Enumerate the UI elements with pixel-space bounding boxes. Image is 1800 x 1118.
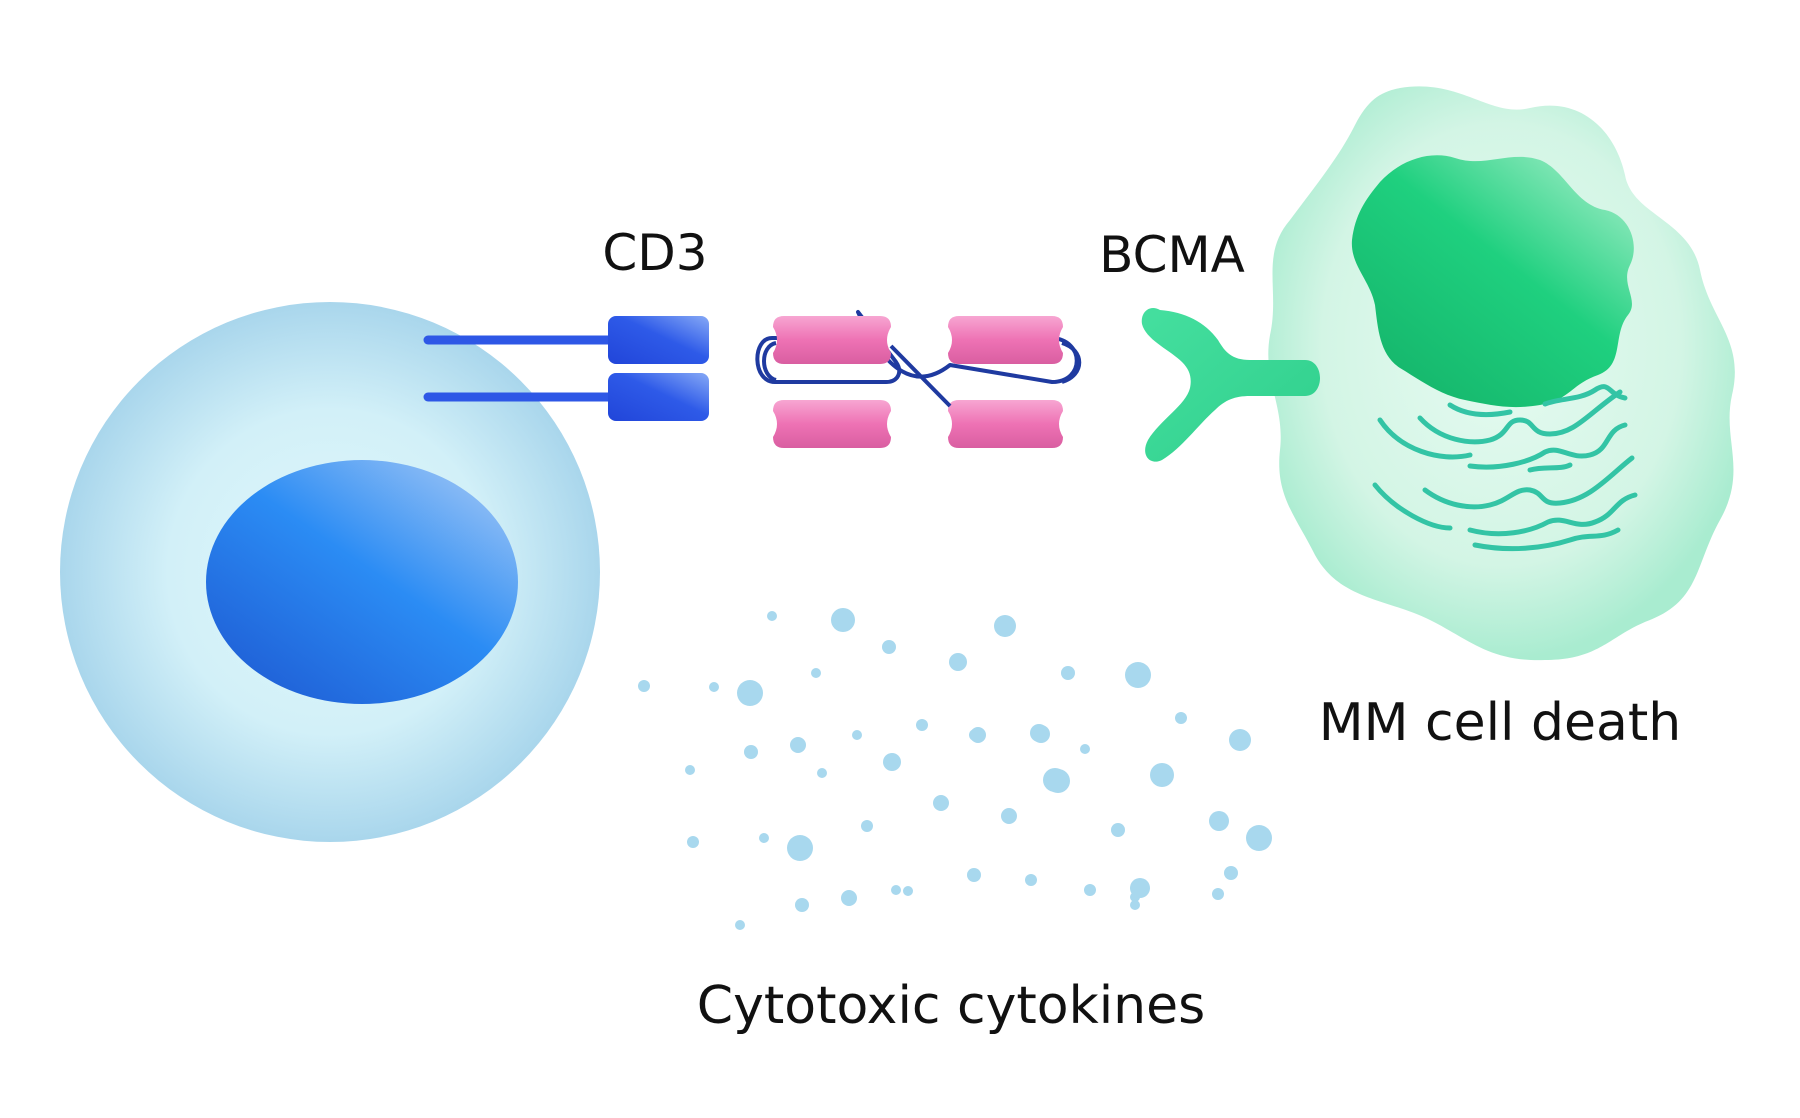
antibody-domain-left-top (773, 316, 891, 364)
cytokine-dot (1025, 874, 1037, 886)
t-cell (60, 302, 600, 842)
antibody-linker-left (762, 341, 777, 382)
cytokine-dot (1130, 900, 1140, 910)
cytokine-dot (1175, 712, 1187, 724)
cytokine-dot (1001, 808, 1017, 824)
cytokine-dot (841, 890, 857, 906)
cytotoxic-cytokines-label: Cytotoxic cytokines (697, 976, 1205, 1036)
cd3-receptor (423, 316, 709, 421)
cytokine-dot (787, 835, 813, 861)
er-membranes (1372, 384, 1638, 552)
cytokine-dot (795, 898, 809, 912)
cytokine-dot (687, 836, 699, 848)
cytokine-dot (933, 795, 949, 811)
cytokine-dot (949, 653, 967, 671)
cytokine-dot (831, 608, 855, 632)
cytokine-dot (790, 737, 806, 753)
cytokine-dot (891, 885, 901, 895)
cytokine-dot (1061, 666, 1075, 680)
er-membrane (1447, 402, 1513, 418)
er-membrane (1467, 492, 1638, 537)
er-membrane (1377, 417, 1473, 460)
cytokine-dot (994, 615, 1016, 637)
mm-cell-death-label: MM cell death (1319, 693, 1681, 753)
cytokine-dot (638, 680, 650, 692)
mm-cell-nucleus (1351, 155, 1634, 408)
cytokine-dot (1030, 724, 1048, 742)
cytokine-dot (967, 868, 981, 882)
cytokine-dot (735, 920, 745, 930)
cytokine-dot (1229, 729, 1251, 751)
cytokine-dot (811, 668, 821, 678)
cytokine-dot (685, 765, 695, 775)
cytokine-dot (759, 833, 769, 843)
cytokine-dot (1130, 892, 1140, 902)
antibody-domain-left-bottom (773, 400, 891, 448)
er-membrane (1542, 384, 1628, 407)
cytokine-dot (1125, 662, 1151, 688)
cytokine-dot (1043, 768, 1067, 792)
cytokine-dot (916, 719, 928, 731)
bcma-receptor-shape (1141, 307, 1320, 462)
antibody-domain-right-bottom (948, 400, 1063, 448)
er-membrane (1527, 462, 1573, 473)
er-membrane (1417, 389, 1623, 445)
bispecific-antibody (755, 310, 1082, 448)
cytokine-dot (1224, 866, 1238, 880)
cytokine-dot (903, 886, 913, 896)
cytokine-dot (883, 753, 901, 771)
t-cell-nucleus (206, 460, 518, 704)
er-membrane (1372, 482, 1453, 531)
er-membrane (1472, 527, 1621, 552)
er-membrane (1422, 455, 1635, 510)
cytokine-dot (861, 820, 873, 832)
cytokine-dot (1212, 888, 1224, 900)
cytokine-dot (737, 680, 763, 706)
mm-cell (1268, 86, 1735, 661)
cytokine-dot (744, 745, 758, 759)
cytokine-dot (882, 640, 896, 654)
antibody-domain-right-top (948, 316, 1063, 364)
cd3-receptor-head-top (608, 316, 709, 364)
cd3-label: CD3 (602, 224, 707, 282)
antibody-linker-right (1061, 341, 1082, 384)
cytokine-dot (1150, 763, 1174, 787)
cytokine-dot (1111, 823, 1125, 837)
bcma-receptor (1141, 307, 1320, 462)
cytokine-dot (1246, 825, 1272, 851)
cytokine-dot (1080, 744, 1090, 754)
cytokine-dot (709, 682, 719, 692)
bcma-label: BCMA (1099, 226, 1245, 284)
cytokine-dot (852, 730, 862, 740)
cytokine-dot (969, 729, 981, 741)
cytokine-dot (767, 611, 777, 621)
antibody-linker-cross (889, 344, 952, 408)
cytokine-dot (1084, 884, 1096, 896)
cytokine-dot (817, 768, 827, 778)
er-membrane (1467, 422, 1628, 470)
cytokine-dots (638, 608, 1272, 930)
cytokine-dot (1209, 811, 1229, 831)
cd3-receptor-head-bottom (608, 373, 709, 421)
